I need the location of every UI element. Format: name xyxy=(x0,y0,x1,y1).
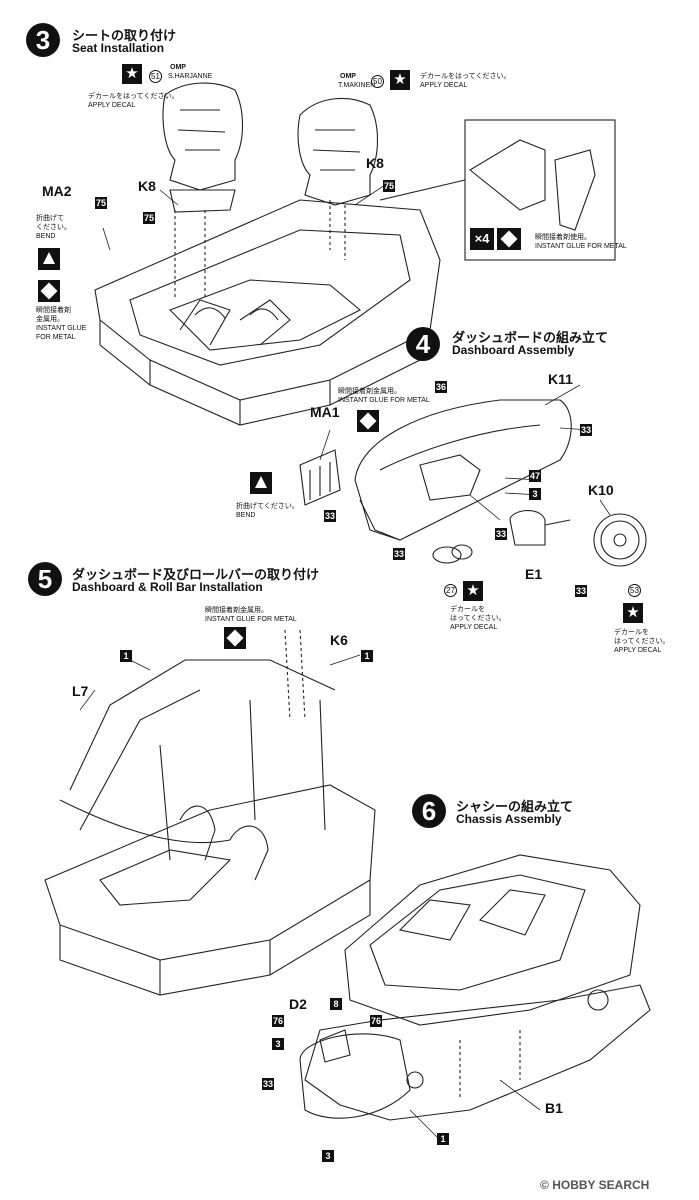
glue-jp-a: 瞬間接着剤 xyxy=(36,307,71,314)
part-8: 8 xyxy=(330,998,342,1010)
part-47: 47 xyxy=(529,470,541,482)
seat-left-name: S.HARJANNE xyxy=(168,73,213,80)
apply-decal-en-1: APPLY DECAL xyxy=(88,102,136,109)
instant-glue-icon xyxy=(497,228,521,250)
glue-en-a: INSTANT GLUE xyxy=(36,325,87,332)
part-1-c: 1 xyxy=(437,1133,449,1145)
times-four-badge: ×4 xyxy=(470,228,494,250)
bend-jp-1: 折曲げて xyxy=(36,215,64,222)
part-ma2: MA2 xyxy=(42,183,72,199)
decal-en-b: APPLY DECAL xyxy=(614,647,662,654)
part-e1: E1 xyxy=(525,566,543,582)
part-3-a: 3 xyxy=(529,488,541,500)
step-3-title-jp: シートの取り付け xyxy=(72,28,177,43)
step6-chassis-drawing xyxy=(299,854,651,1121)
part-k11: K11 xyxy=(548,371,573,387)
instant-glue-icon xyxy=(224,627,246,649)
watermark: © HOBBY SEARCH xyxy=(540,1178,649,1192)
bend-en-2: BEND xyxy=(236,512,256,519)
decal-jp-b: はってください。 xyxy=(450,615,506,622)
apply-decal-en-2: APPLY DECAL xyxy=(420,82,468,89)
part-75-a: 75 xyxy=(143,212,155,224)
step5-body-drawing xyxy=(44,629,376,996)
glue-en-b: FOR METAL xyxy=(36,334,76,341)
part-75-c: 75 xyxy=(95,197,107,209)
decal-star-icon: ★ xyxy=(390,70,410,90)
glue-en-dash: INSTANT GLUE FOR METAL xyxy=(338,397,430,404)
part-75-b: 75 xyxy=(383,180,395,192)
instant-glue-icon xyxy=(38,280,60,302)
step-4-title-en: Dashboard Assembly xyxy=(452,343,575,357)
decal-star-icon: ★ xyxy=(122,64,142,84)
part-33-b: 33 xyxy=(324,510,336,522)
part-76-a: 76 xyxy=(272,1015,284,1027)
glue-jp-b: 金属用。 xyxy=(36,316,64,323)
part-76-b: 76 xyxy=(370,1015,382,1027)
step-3-title-en: Seat Installation xyxy=(72,41,165,55)
decal-jp-a: デカールを xyxy=(450,606,485,613)
part-3-c: 3 xyxy=(322,1150,334,1162)
part-33-e: 33 xyxy=(575,585,587,597)
part-3-b: 3 xyxy=(272,1038,284,1050)
step-3-number: 3 xyxy=(26,23,60,57)
decal-star-icon: ★ xyxy=(623,603,643,623)
instant-glue-icon xyxy=(357,410,379,432)
glue-jp-dash: 瞬間接着剤金属用。 xyxy=(338,388,401,395)
bend-en-1: BEND xyxy=(36,233,56,240)
decal-jp-c: デカールを xyxy=(614,629,649,636)
part-k8-left: K8 xyxy=(138,178,156,194)
glue-jp-detail: 瞬間接着剤使用。 xyxy=(535,234,591,241)
part-33-a: 33 xyxy=(580,424,592,436)
glue-en-roll: INSTANT GLUE FOR METAL xyxy=(205,616,297,623)
part-k10: K10 xyxy=(588,482,614,498)
step-6-number: 6 xyxy=(412,794,446,828)
watermark-copyright: © xyxy=(540,1178,549,1192)
part-b1: B1 xyxy=(545,1100,563,1116)
seat-left-brand: OMP xyxy=(170,64,186,71)
part-k6: K6 xyxy=(330,632,348,648)
step-4-title-jp: ダッシュボードの組み立て xyxy=(452,330,609,345)
bend-jp-line: 折曲げてください。 xyxy=(236,503,299,510)
decal-number-53: 53 xyxy=(628,584,641,597)
step-6-title-jp: シャシーの組み立て xyxy=(456,799,574,814)
apply-decal-jp-1: デカールをはってください。 xyxy=(88,93,179,100)
decal-number-51: 51 xyxy=(149,70,162,83)
part-ma1: MA1 xyxy=(310,404,340,420)
watermark-brand: HOBBY SEARCH xyxy=(552,1178,650,1192)
decal-number-50: 50 xyxy=(371,75,384,88)
step-6-title-en: Chassis Assembly xyxy=(456,812,562,826)
bend-jp-2: ください。 xyxy=(36,224,71,231)
part-33-f: 33 xyxy=(262,1078,274,1090)
part-36: 36 xyxy=(435,381,447,393)
decal-jp-d: はってください。 xyxy=(614,638,670,645)
decal-star-icon: ★ xyxy=(463,581,483,601)
part-33-c: 33 xyxy=(393,548,405,560)
part-k8-right: K8 xyxy=(366,155,384,171)
part-l7: L7 xyxy=(72,683,89,699)
decal-en-a: APPLY DECAL xyxy=(450,624,498,631)
step-5-number: 5 xyxy=(28,562,62,596)
seat-right-brand: OMP xyxy=(340,73,356,80)
bend-icon xyxy=(38,248,60,270)
part-d2: D2 xyxy=(289,996,307,1012)
seat-right-name: T.MAKINEN xyxy=(338,82,376,89)
step-4-number: 4 xyxy=(406,327,440,361)
part-33-d: 33 xyxy=(495,528,507,540)
step3-body-drawing xyxy=(94,82,616,426)
part-1-b: 1 xyxy=(361,650,373,662)
step4-dashboard-drawing xyxy=(299,399,647,567)
bend-icon xyxy=(250,472,272,494)
apply-decal-jp-2: デカールをはってください。 xyxy=(420,73,511,80)
step-5-title-en: Dashboard & Roll Bar Installation xyxy=(72,580,263,594)
decal-number-27: 27 xyxy=(444,584,457,597)
glue-en-detail: INSTANT GLUE FOR METAL xyxy=(535,243,627,250)
part-1-a: 1 xyxy=(120,650,132,662)
glue-jp-roll: 瞬間接着剤金属用。 xyxy=(205,607,268,614)
step-5-title-jp: ダッシュボード及びロールバーの取り付け xyxy=(72,567,320,582)
